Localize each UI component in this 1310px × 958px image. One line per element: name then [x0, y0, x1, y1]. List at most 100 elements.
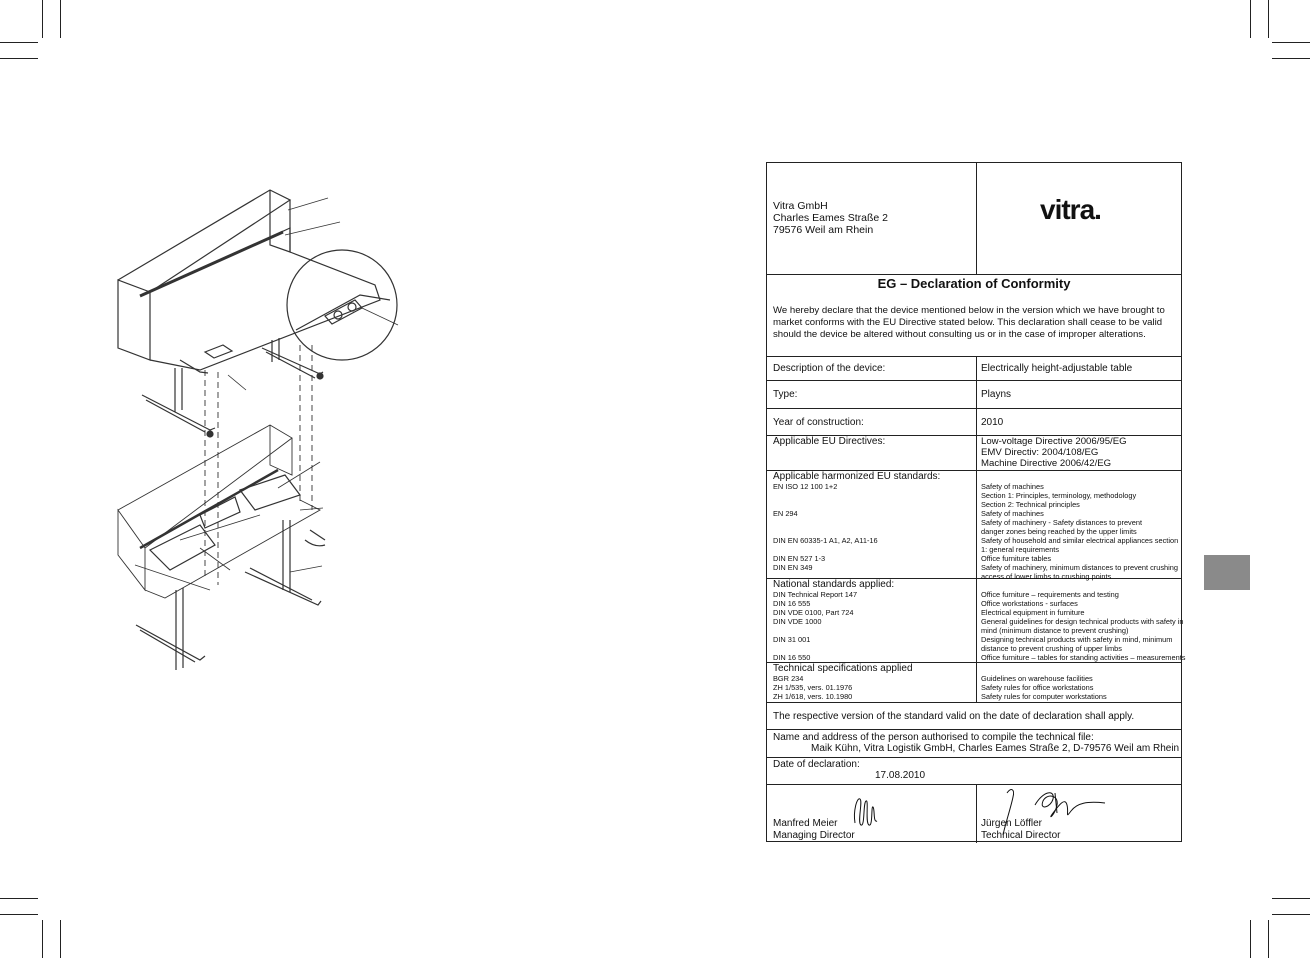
description-item: 1: general requirements	[981, 545, 1060, 554]
description-item: mind (minimum distance to prevent crushi…	[981, 626, 1129, 635]
description-item: Safety rules for office workstations	[981, 683, 1094, 692]
year-row: Year of construction: 2010	[767, 409, 1181, 436]
date-value: 17.08.2010	[875, 770, 926, 781]
type-value: Playns	[981, 389, 1012, 400]
address-city: 79576 Weil am Rhein	[773, 224, 874, 236]
directives-list: Low-voltage Directive 2006/95/EG EMV Dir…	[981, 436, 1127, 469]
description-item: Office furniture tables	[981, 554, 1052, 563]
description-item: Designing technical products with safety…	[981, 635, 1173, 644]
description-item: General guidelines for design technical …	[981, 617, 1184, 626]
standard-item: BGR 234	[773, 674, 804, 683]
signatory-role: Technical Director	[981, 830, 1061, 841]
directive-item: Machine Directive 2006/42/EG	[981, 458, 1112, 469]
description-item: access of lower limbs to crushing points	[981, 572, 1112, 581]
signature-left	[854, 798, 878, 826]
crop-mark	[42, 920, 43, 958]
signatory-name: Jürgen Löffler	[981, 818, 1042, 829]
harmonized-descriptions: Safety of machines Section 1: Principles…	[981, 482, 1178, 581]
description-item: Office furniture – tables for standing a…	[981, 653, 1186, 662]
standard-item: DIN Technical Report 147	[773, 590, 858, 599]
standard-item: ZH 1/618, vers. 10.1980	[773, 692, 853, 701]
crop-mark	[0, 58, 38, 59]
signatory-left: Manfred Meier Managing Director	[773, 818, 855, 842]
signature-row: Manfred Meier Managing Director Jürgen L…	[767, 785, 1181, 843]
harmonized-standards: EN ISO 12 100 1+2 EN 294 DIN EN 60335-1 …	[773, 482, 878, 572]
authorised-value: Maik Kühn, Vitra Logistik GmbH, Charles …	[811, 743, 1180, 754]
crop-mark	[60, 0, 61, 38]
crop-mark	[1272, 58, 1310, 59]
crop-mark	[60, 920, 61, 958]
national-standards: DIN Technical Report 147 DIN 16 555 DIN …	[773, 590, 857, 662]
description-item: Safety of machinery, minimum distances t…	[981, 563, 1179, 572]
technical-label: Technical specifications applied	[773, 663, 913, 674]
harmonized-label: Applicable harmonized EU standards:	[773, 471, 941, 482]
standard-item: ZH 1/535, vers. 01.1976	[773, 683, 853, 692]
description-item: danger zones being reached by the upper …	[981, 527, 1137, 536]
standard-item: EN ISO 12 100 1+2	[773, 482, 838, 491]
standard-item: DIN VDE 1000	[773, 617, 822, 626]
address-street: Charles Eames Straße 2	[773, 212, 888, 224]
device-value: Electrically height-adjustable table	[981, 363, 1133, 374]
description-item: Safety of household and similar electric…	[981, 536, 1179, 545]
type-row: Type: Playns	[767, 381, 1181, 409]
national-row: National standards applied: DIN Technica…	[767, 579, 1185, 663]
national-descriptions: Office furniture – requirements and test…	[981, 590, 1185, 662]
standard-item: DIN 31 001	[773, 635, 811, 644]
date-label: Date of declaration:	[773, 759, 860, 770]
desk-illustration	[117, 189, 399, 670]
date-row: Date of declaration: 17.08.2010	[767, 758, 1181, 785]
crop-mark	[1272, 914, 1310, 915]
description-item: Section 2: Technical principles	[981, 500, 1080, 509]
standard-item: DIN 16 555	[773, 599, 811, 608]
vitra-logo: vitra.	[1040, 194, 1102, 225]
description-item: Safety of machines	[981, 482, 1044, 491]
technical-row: Technical specifications applied BGR 234…	[767, 663, 1181, 703]
national-label: National standards applied:	[773, 579, 895, 590]
title-row: EG – Declaration of Conformity We hereby…	[767, 275, 1181, 357]
address-company: Vitra GmbH	[773, 200, 828, 212]
crop-mark	[1250, 920, 1251, 958]
directives-row: Applicable EU Directives: Low-voltage Di…	[767, 436, 1181, 471]
signatory-role: Managing Director	[773, 830, 855, 841]
year-label: Year of construction:	[773, 417, 864, 428]
crop-mark	[1272, 898, 1310, 899]
description-item: Safety of machinery - Safety distances t…	[981, 518, 1143, 527]
device-row: Description of the device: Electrically …	[767, 357, 1181, 381]
crop-mark	[1268, 920, 1269, 958]
standard-item: DIN EN 60335-1 A1, A2, A11-16	[773, 536, 878, 545]
directives-label: Applicable EU Directives:	[773, 436, 886, 447]
harmonized-row: Applicable harmonized EU standards: EN I…	[767, 471, 1181, 581]
company-address: Vitra GmbH Charles Eames Straße 2 79576 …	[773, 200, 888, 236]
description-item: Safety of machines	[981, 509, 1044, 518]
chapter-tab	[1204, 555, 1250, 590]
signature-right	[1002, 789, 1106, 836]
validity-text: The respective version of the standard v…	[773, 711, 1135, 722]
crop-mark	[0, 898, 38, 899]
standard-item: DIN EN 527 1-3	[773, 554, 826, 563]
crop-mark	[42, 0, 43, 38]
crop-mark	[0, 914, 38, 915]
year-value: 2010	[981, 417, 1004, 428]
crop-mark	[1272, 42, 1310, 43]
standard-item: DIN 16 550	[773, 653, 811, 662]
description-item: distance to prevent crushing of upper li…	[981, 644, 1122, 653]
intro-text: We hereby declare that the device mentio…	[773, 305, 1165, 340]
technical-standards: BGR 234 ZH 1/535, vers. 01.1976 ZH 1/618…	[773, 674, 852, 701]
standard-item: DIN EN 349	[773, 563, 813, 572]
document-title: EG – Declaration of Conformity	[877, 276, 1071, 291]
technical-descriptions: Guidelines on warehouse facilities Safet…	[981, 674, 1107, 701]
header-row: Vitra GmbH Charles Eames Straße 2 79576 …	[767, 163, 1181, 275]
description-item: Section 1: Principles, terminology, meth…	[981, 491, 1137, 500]
authorised-label: Name and address of the person authorise…	[773, 732, 1094, 743]
description-item: Office furniture – requirements and test…	[981, 590, 1119, 599]
authorised-row: Name and address of the person authorise…	[767, 730, 1181, 758]
directive-item: Low-voltage Directive 2006/95/EG	[981, 436, 1127, 447]
device-label: Description of the device:	[773, 363, 886, 374]
description-item: Safety rules for computer workstations	[981, 692, 1107, 701]
directive-item: EMV Directiv: 2004/108/EG	[981, 447, 1099, 458]
description-item: Electrical equipment in furniture	[981, 608, 1085, 617]
standard-item: EN 294	[773, 509, 798, 518]
crop-mark	[1250, 0, 1251, 38]
type-label: Type:	[773, 389, 798, 400]
validity-row: The respective version of the standard v…	[767, 703, 1181, 730]
